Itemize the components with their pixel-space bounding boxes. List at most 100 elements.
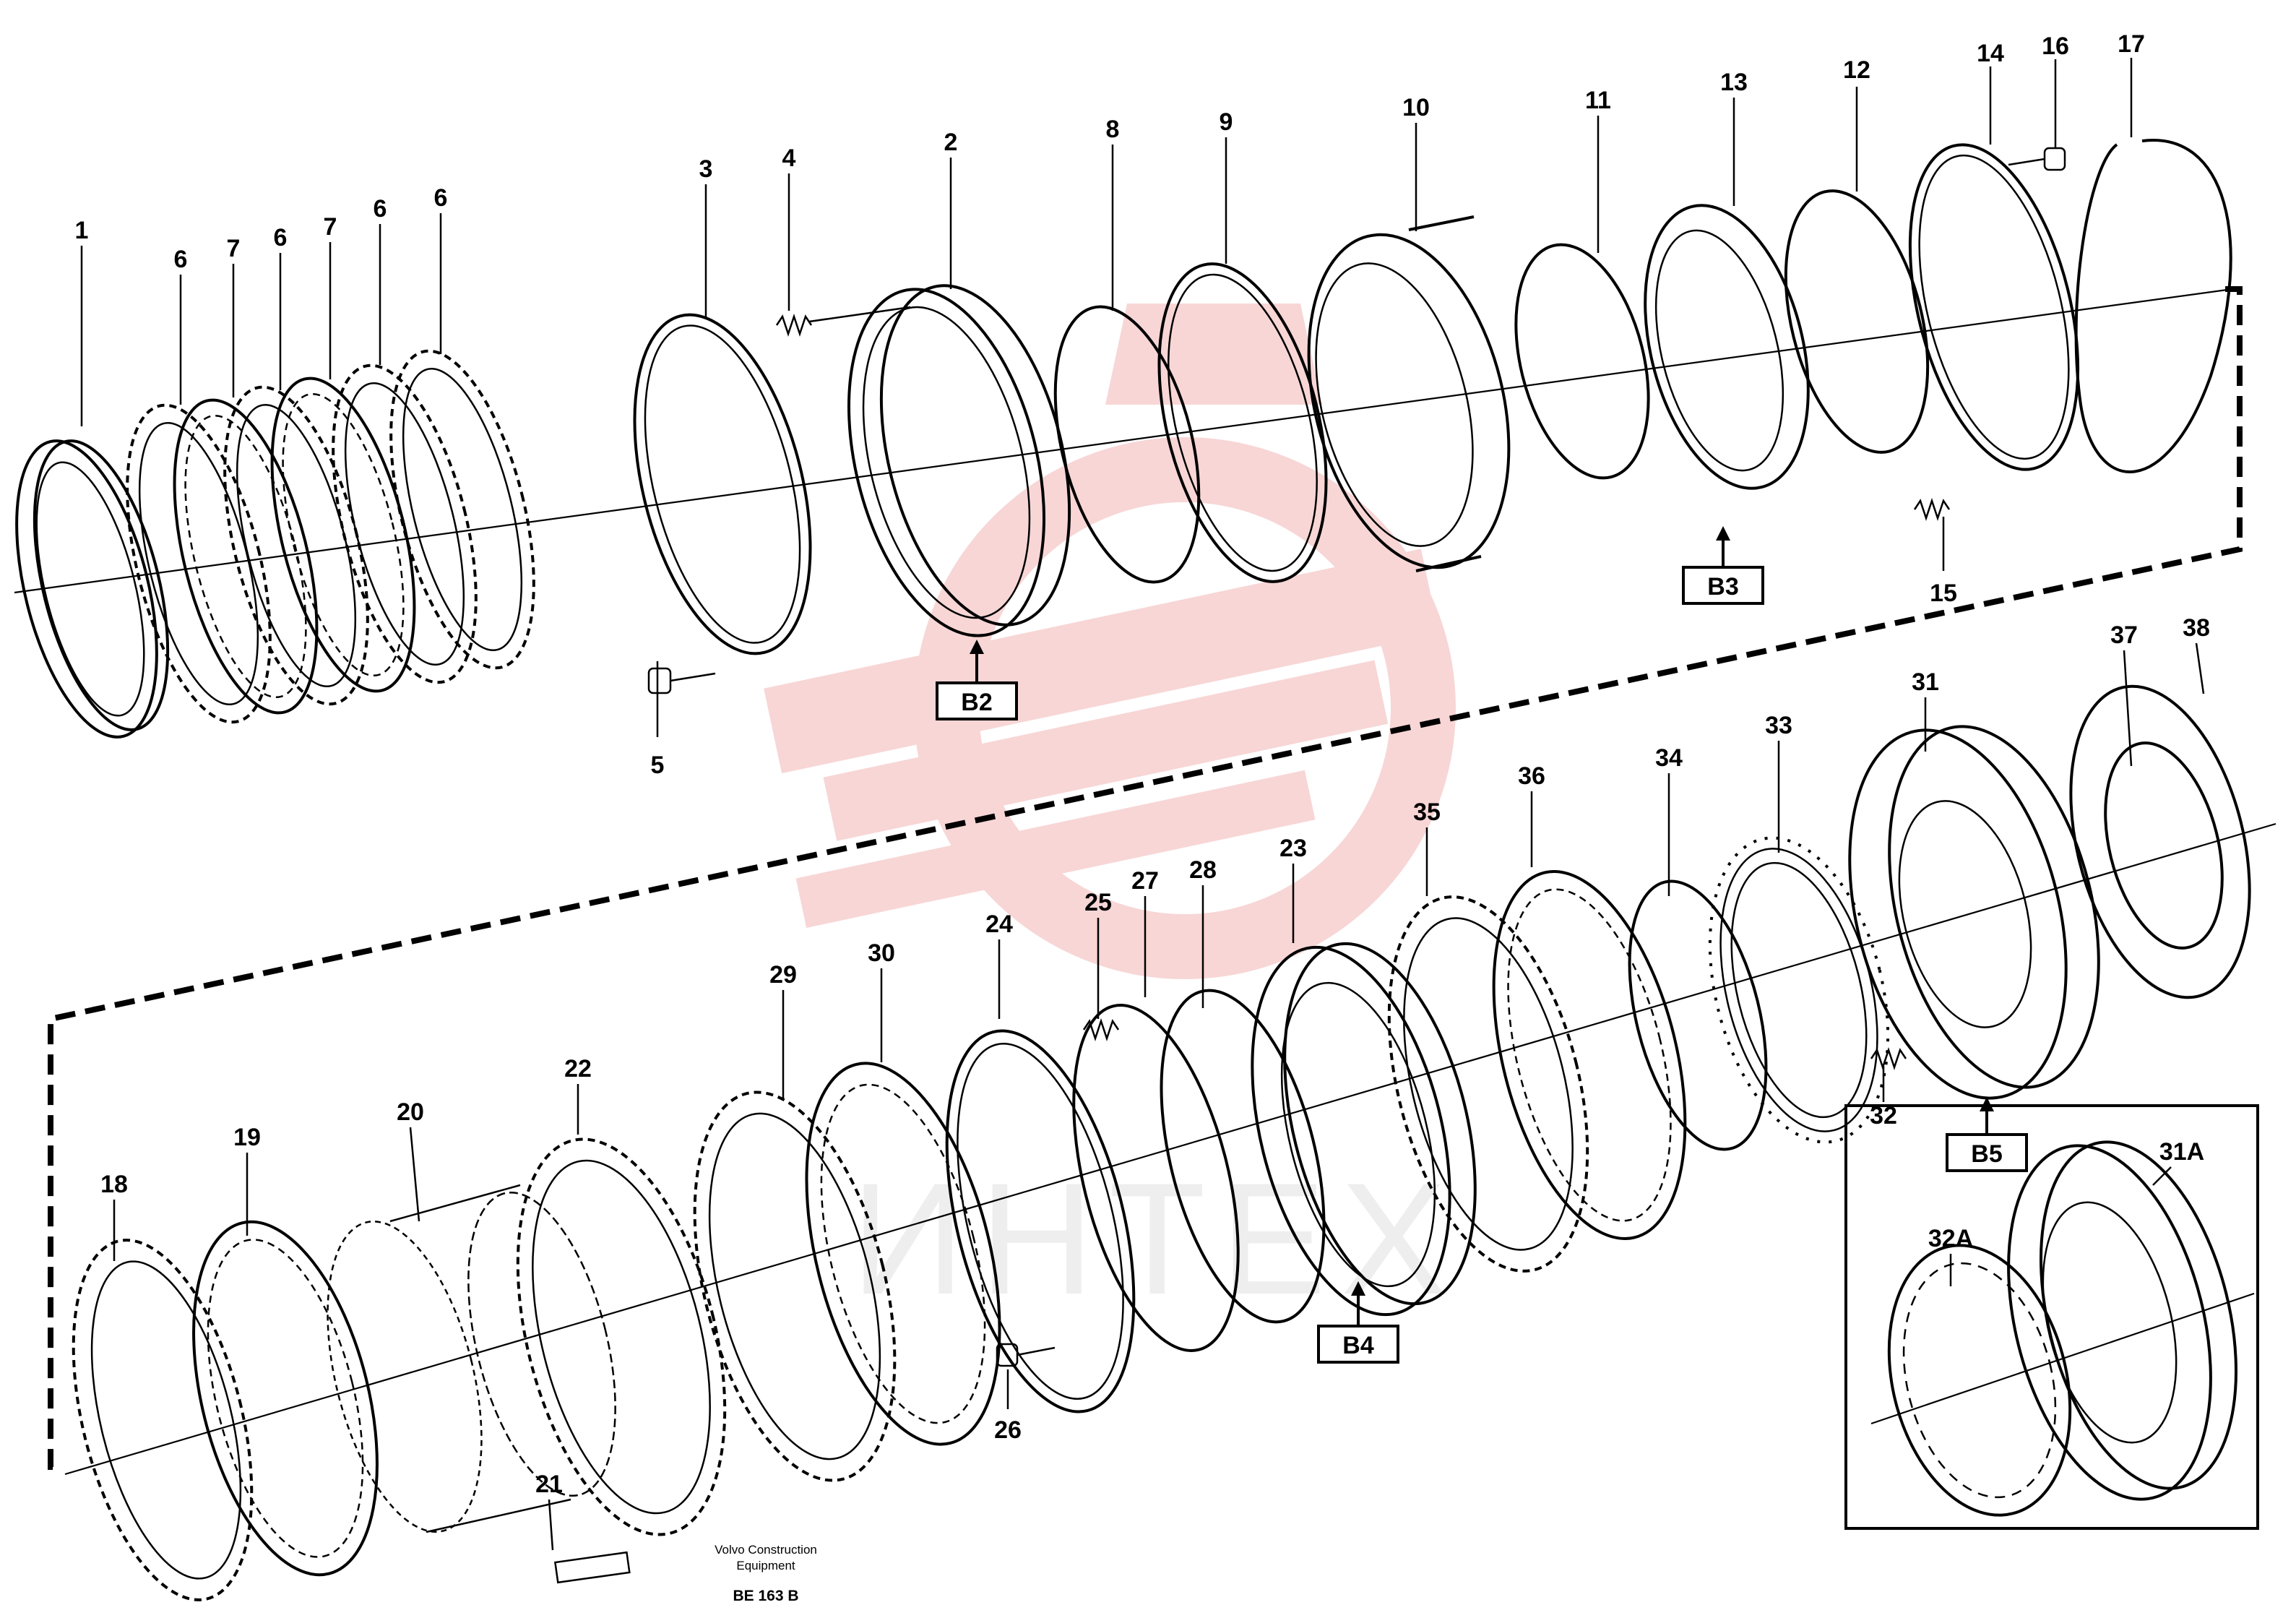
- label-7b: 7: [324, 213, 337, 241]
- upper-assembly-axis: [14, 288, 2233, 594]
- label-6d: 6: [434, 184, 448, 212]
- part-27-ring: [1072, 1004, 1240, 1352]
- part-1-ring: [15, 439, 170, 739]
- label-24: 24: [985, 911, 1013, 938]
- label-13: 13: [1720, 69, 1748, 96]
- part-18-disc: [72, 1239, 254, 1601]
- part-38-ring: [2069, 684, 2251, 999]
- label-28: 28: [1189, 856, 1217, 884]
- label-9: 9: [1220, 108, 1233, 136]
- label-21: 21: [535, 1471, 563, 1498]
- part-23-piston: [1251, 942, 1477, 1317]
- watermark-text: ИНТЕХ: [851, 1150, 1462, 1327]
- part-4-leader: [808, 306, 911, 323]
- label-35: 35: [1413, 799, 1441, 826]
- label-31: 31: [1912, 668, 1939, 696]
- part-6-disc-d: [389, 349, 535, 670]
- part-13-bearing: [1644, 204, 1810, 490]
- part-14-plate: [1908, 143, 2080, 471]
- part-21-key: [553, 1551, 631, 1584]
- footer-company-line1: Volvo Construction: [715, 1543, 817, 1557]
- ref-b2: B2: [936, 640, 1018, 720]
- part-31-piston: [1848, 725, 2100, 1100]
- label-25: 25: [1084, 889, 1112, 916]
- assembly-connector: [48, 286, 2243, 1470]
- part-36-disc: [1492, 870, 1687, 1240]
- label-23: 23: [1279, 835, 1307, 862]
- part-32a-disc: [1887, 1244, 2072, 1517]
- label-6a: 6: [174, 246, 188, 273]
- upper-leader-lines: [80, 58, 2133, 737]
- label-15: 15: [1930, 580, 1957, 607]
- part-26-screw: [996, 1343, 1056, 1367]
- part-22-disc: [516, 1137, 727, 1536]
- label-20: 20: [397, 1098, 424, 1126]
- inset-box: [1844, 1104, 2259, 1530]
- lower-assembly-axis: [64, 822, 2276, 1476]
- part-35-disc: [1387, 895, 1589, 1273]
- part-24-plate: [945, 1029, 1136, 1413]
- label-7a: 7: [227, 235, 241, 262]
- part-5-screw: [647, 667, 716, 694]
- ref-b5-label: B5: [1971, 1140, 2002, 1168]
- ref-b4-label: B4: [1342, 1332, 1374, 1359]
- part-32-spring: [1870, 1047, 1907, 1070]
- watermark-logo: [764, 304, 1456, 979]
- part-30-disc: [805, 1062, 1001, 1446]
- part-34-ring: [1628, 879, 1768, 1151]
- label-38: 38: [2183, 614, 2210, 642]
- part-17-snap-ring: [2074, 138, 2232, 473]
- label-18: 18: [100, 1171, 128, 1198]
- part-15-spring: [1913, 498, 1951, 521]
- part-3-plate: [633, 313, 812, 655]
- part-31a-leader: [2152, 1166, 2172, 1186]
- label-8: 8: [1106, 116, 1120, 143]
- part-20-hub: [327, 1184, 616, 1533]
- label-12: 12: [1843, 56, 1870, 84]
- label-2: 2: [944, 129, 958, 156]
- label-14: 14: [1977, 40, 2004, 67]
- part-19-disc: [192, 1220, 379, 1577]
- label-3: 3: [699, 155, 713, 183]
- footer-drawing-code: BE 163 B: [733, 1588, 798, 1604]
- label-19: 19: [233, 1124, 261, 1151]
- lower-leader-lines: [113, 642, 2205, 1551]
- label-36: 36: [1518, 762, 1545, 790]
- ref-b4: B4: [1317, 1281, 1399, 1364]
- label-31a: 31A: [2159, 1138, 2204, 1166]
- part-7-plate-a: [173, 398, 319, 715]
- part-labels: 1 6 7 6 7 6 6 3 4 5 2 8 9 10 11 13 12 14…: [75, 30, 2210, 1498]
- ref-b3: B3: [1682, 526, 1764, 605]
- ref-b3-label: B3: [1707, 573, 1738, 601]
- part-29-disc: [693, 1090, 897, 1482]
- label-32: 32: [1870, 1102, 1897, 1129]
- label-33: 33: [1765, 712, 1792, 739]
- label-37: 37: [2110, 621, 2138, 649]
- part-11-ring: [1514, 243, 1650, 480]
- label-30: 30: [868, 939, 895, 967]
- part-8-seal: [1053, 305, 1201, 584]
- label-5: 5: [651, 752, 665, 779]
- part-16-screw: [2008, 147, 2066, 171]
- label-26: 26: [994, 1416, 1022, 1444]
- label-32a: 32A: [1928, 1225, 1973, 1252]
- label-27: 27: [1131, 867, 1159, 895]
- ref-b2-label: B2: [961, 689, 992, 716]
- part-4-spring: [775, 314, 813, 337]
- label-29: 29: [769, 961, 797, 989]
- part-6-disc-c: [332, 363, 478, 684]
- label-4: 4: [782, 145, 796, 172]
- part-25-spring: [1082, 1018, 1120, 1041]
- label-17: 17: [2118, 30, 2145, 58]
- part-37-ring: [2104, 741, 2224, 950]
- ref-b5: B5: [1946, 1097, 2028, 1172]
- label-6b: 6: [274, 224, 288, 251]
- part-10-cylinder: [1307, 215, 1511, 572]
- part-31a-piston: [2007, 1140, 2237, 1501]
- label-34: 34: [1655, 744, 1683, 772]
- part-28-seal: [1160, 989, 1326, 1324]
- label-10: 10: [1402, 94, 1430, 121]
- part-9-seal: [1157, 262, 1328, 583]
- label-1: 1: [75, 217, 89, 244]
